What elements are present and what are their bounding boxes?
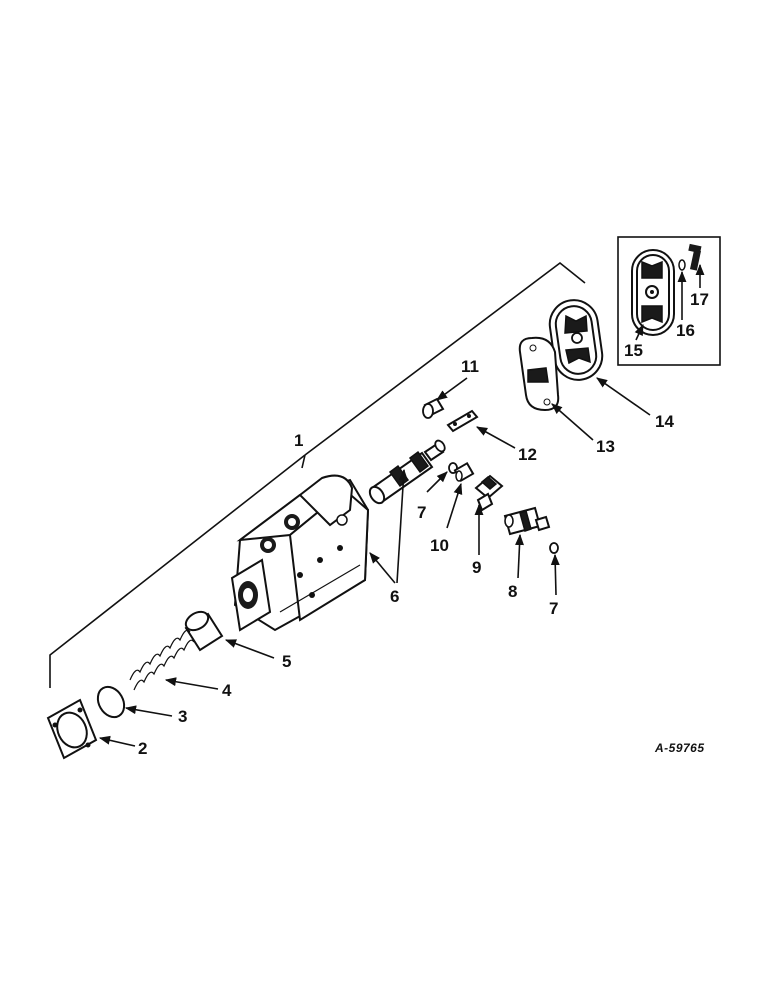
- callout-8: 8: [508, 582, 517, 601]
- plug-11: [422, 397, 445, 419]
- reference-code: A-59765: [654, 741, 705, 755]
- o-ring-7-lower: [549, 542, 559, 554]
- callout-12: 12: [518, 445, 537, 464]
- stem-8: [503, 506, 551, 536]
- callout-6: 6: [390, 587, 399, 606]
- callout-15: 15: [624, 341, 643, 360]
- callout-7-upper: 7: [417, 503, 426, 522]
- valve-body: [230, 474, 370, 632]
- callout-5: 5: [282, 652, 291, 671]
- leader-lines: [98, 263, 705, 747]
- screw-17: [688, 243, 702, 271]
- spring-4: [129, 629, 195, 691]
- sleeve-10: [453, 461, 475, 483]
- callout-14: 14: [655, 412, 674, 431]
- end-cap-2: [46, 698, 98, 760]
- gasket-13: [518, 336, 560, 412]
- callout-3: 3: [178, 707, 187, 726]
- callout-17: 17: [690, 290, 709, 309]
- assembly-bracket: [49, 261, 586, 688]
- fitting-9: [474, 474, 504, 512]
- callout-4: 4: [222, 681, 232, 700]
- washer-16: [678, 259, 686, 271]
- callout-13: 13: [596, 437, 615, 456]
- sleeve-5: [184, 610, 224, 652]
- callout-10: 10: [430, 536, 449, 555]
- cover-plate-15: [631, 249, 675, 336]
- o-ring-3: [96, 685, 126, 719]
- callout-2: 2: [138, 739, 147, 758]
- callout-9: 9: [472, 558, 481, 577]
- callout-1: 1: [294, 431, 303, 450]
- retainer-12: [446, 409, 479, 433]
- inset-box: [617, 236, 721, 366]
- callout-7-lower: 7: [549, 599, 558, 618]
- spool-6: [368, 439, 446, 505]
- callout-11: 11: [461, 357, 479, 376]
- callout-16: 16: [676, 321, 695, 340]
- cover-14: [548, 299, 604, 381]
